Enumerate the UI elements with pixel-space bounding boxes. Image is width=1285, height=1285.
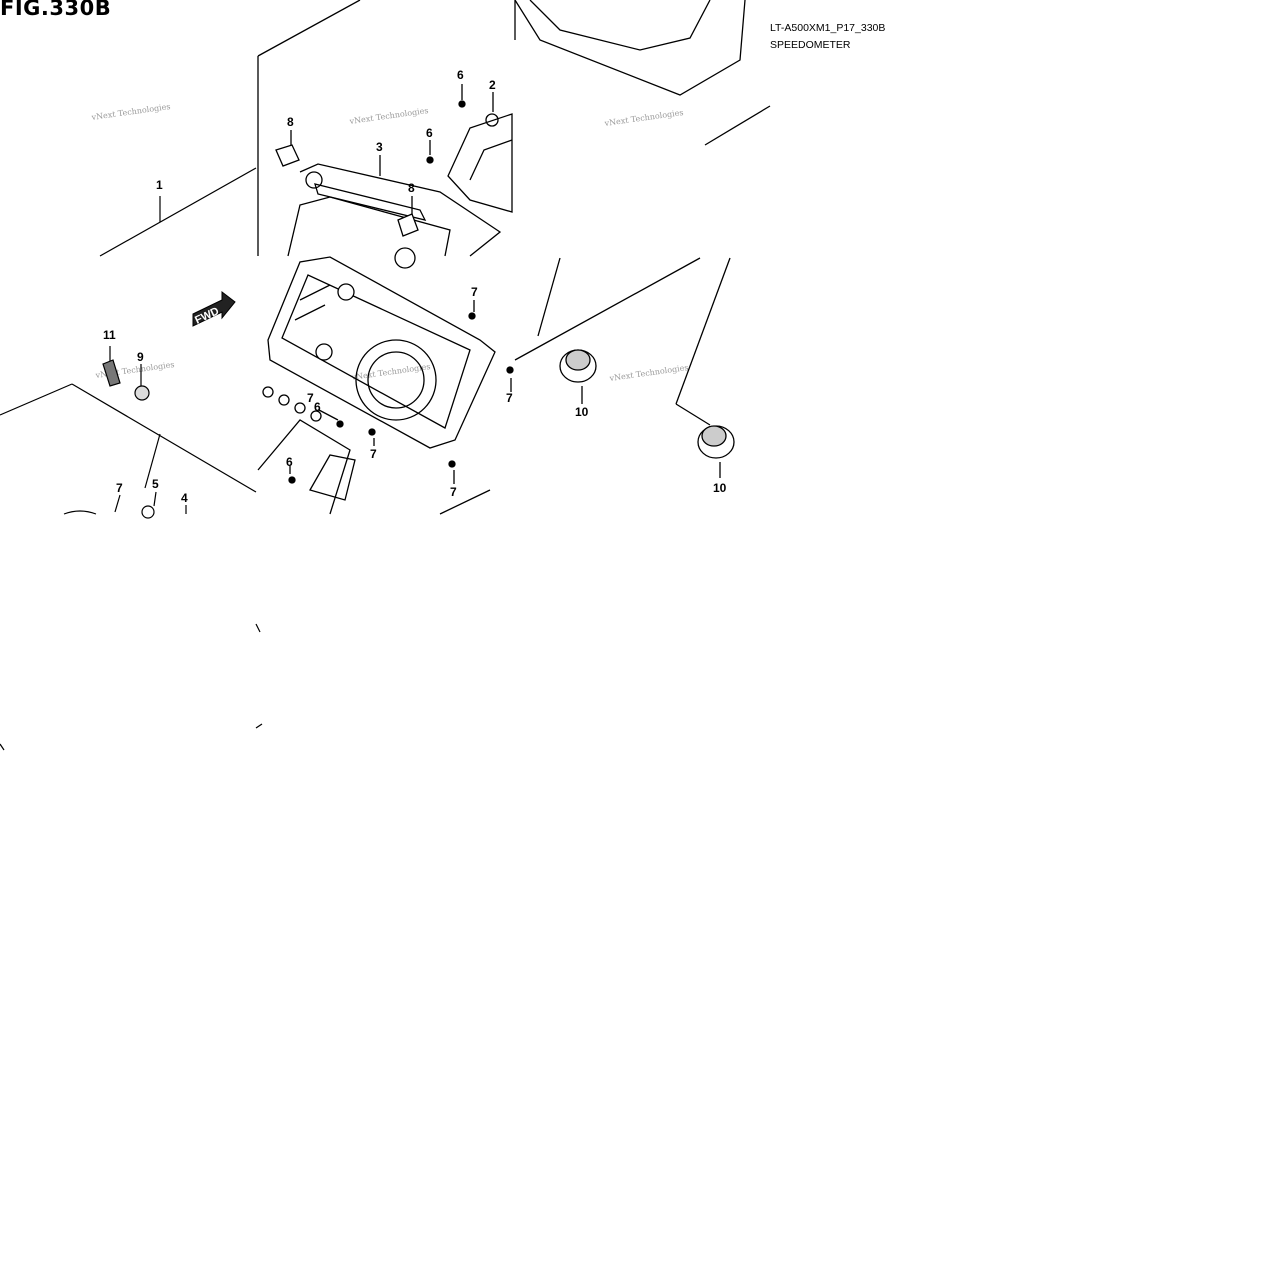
speedometer-unit	[257, 256, 514, 515]
assembly-outline-left	[99, 167, 257, 257]
callout-3: 3	[376, 140, 383, 154]
callout-6: 6	[286, 455, 293, 469]
watermark: vNext Technologies	[603, 108, 684, 128]
callout-6: 6	[457, 68, 464, 82]
figure-number: FIG.330B	[0, 0, 112, 20]
callout-7: 7	[116, 481, 123, 495]
callout-10: 10	[575, 405, 589, 419]
watermark: vNext Technologies	[350, 362, 431, 382]
lower-fragment	[0, 623, 263, 751]
callout-6: 6	[314, 400, 321, 414]
fasteners-left	[0, 346, 257, 519]
callouts: 1 2 3 4 5 6 6 6 6 7 7 7 7 7 7 8 8 9 10 1…	[103, 68, 727, 505]
fwd-arrow: FWD	[192, 290, 236, 327]
callout-7: 7	[307, 391, 314, 405]
callout-4: 4	[181, 491, 188, 505]
model-code: LT-A500XM1_P17_330B	[770, 22, 886, 34]
callout-6: 6	[426, 126, 433, 140]
callout-9: 9	[137, 350, 144, 364]
watermark: vNext Technologies	[348, 106, 429, 126]
bezel-tile	[257, 0, 513, 269]
watermark: vNext Technologies	[90, 102, 171, 122]
section-name: SPEEDOMETER	[770, 39, 851, 51]
callout-8: 8	[408, 181, 415, 195]
watermark: vNext Technologies	[608, 363, 689, 383]
housing-tile	[514, 0, 771, 146]
callout-8: 8	[287, 115, 294, 129]
callout-7: 7	[370, 447, 377, 461]
callout-7: 7	[506, 391, 513, 405]
callout-7: 7	[471, 285, 478, 299]
callout-2: 2	[489, 78, 496, 92]
fwd-label: FWD	[193, 305, 221, 326]
callout-11: 11	[103, 328, 116, 342]
callout-1: 1	[156, 178, 163, 192]
cushions	[514, 257, 735, 478]
callout-10: 10	[713, 481, 727, 495]
callout-7: 7	[450, 485, 457, 499]
callout-5: 5	[152, 477, 159, 491]
